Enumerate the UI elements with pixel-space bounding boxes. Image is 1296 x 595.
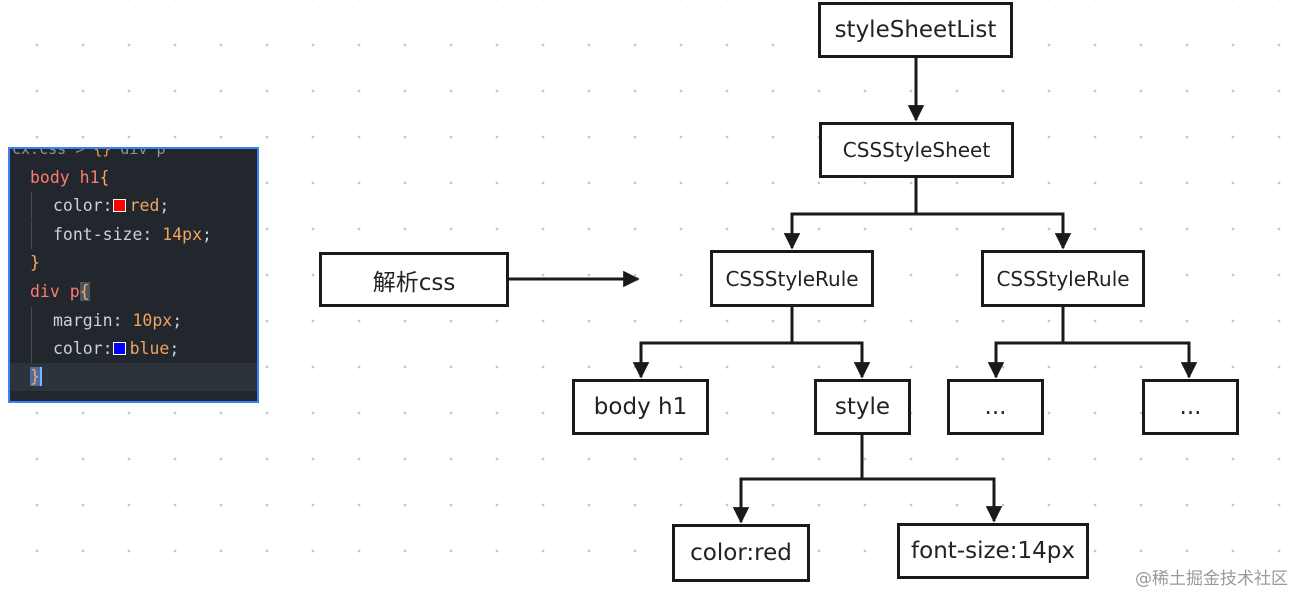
breadcrumb[interactable]: cx.css > {} div p <box>12 147 166 158</box>
code-line-4[interactable]: } <box>10 249 257 277</box>
close-brace: } <box>30 253 40 272</box>
edge-sheet-rule-left <box>783 178 918 250</box>
edge-rule-left-style <box>792 341 871 379</box>
value-14px: 14px <box>162 225 203 244</box>
edge-rule-right-ellipsis-left <box>987 307 1065 379</box>
edge-rule-right-ellipsis-right <box>1063 341 1198 379</box>
node-decl-color-red[interactable]: color:red <box>672 524 810 582</box>
code-line-2[interactable]: color:red; <box>10 192 257 220</box>
node-selector-body-h1[interactable]: body h1 <box>572 379 709 435</box>
edge-sheet-rule-right <box>916 212 1072 250</box>
node-style[interactable]: style <box>814 379 911 435</box>
code-line-8[interactable]: } <box>10 363 257 391</box>
watermark: @稀土掘金技术社区 <box>1135 569 1288 589</box>
node-cssstylerule-left[interactable]: CSSStyleRule <box>710 250 874 307</box>
open-brace-highlighted: { <box>79 282 90 301</box>
node-ellipsis-left[interactable]: ... <box>947 379 1044 435</box>
value-blue: blue <box>129 339 170 358</box>
code-line-7[interactable]: color:blue; <box>10 335 257 363</box>
edge-style-color <box>732 434 864 524</box>
node-ellipsis-right[interactable]: ... <box>1142 379 1239 435</box>
breadcrumb-separator: > <box>75 147 85 158</box>
breadcrumb-file[interactable]: cx.css <box>12 147 67 158</box>
close-brace-cursor: } <box>30 367 42 386</box>
selector-div-p: div p <box>30 282 80 301</box>
property-margin: margin: <box>53 311 133 330</box>
selector-body-h1: body h1 <box>30 168 100 187</box>
code-line-1[interactable]: body h1{ <box>10 164 257 192</box>
property-color: color: <box>53 339 113 358</box>
edge-style-font <box>862 477 1003 523</box>
property-font-size: font-size: <box>53 225 163 244</box>
node-cssstylesheet[interactable]: CSSStyleSheet <box>819 122 1014 178</box>
node-cssstylerule-right[interactable]: CSSStyleRule <box>981 250 1145 307</box>
edge-rule-left-selector <box>632 307 794 379</box>
node-decl-font-size[interactable]: font-size:14px <box>897 523 1089 579</box>
parse-css-node[interactable]: 解析css <box>319 252 509 307</box>
code-line-6[interactable]: margin: 10px; <box>10 307 257 335</box>
open-brace: { <box>99 168 110 187</box>
value-red: red <box>129 196 160 215</box>
breadcrumb-rule[interactable]: div p <box>120 147 166 158</box>
node-stylesheetlist[interactable]: styleSheetList <box>818 2 1013 58</box>
color-swatch-blue[interactable] <box>112 342 126 355</box>
code-line-5[interactable]: div p{ <box>10 278 257 306</box>
css-rule-icon: {} <box>93 147 112 158</box>
code-line-3[interactable]: font-size: 14px; <box>10 221 257 249</box>
css-code-panel: cx.css > {} div p body h1{ color:red; fo… <box>8 147 259 403</box>
color-swatch-red[interactable] <box>112 199 126 212</box>
value-10px: 10px <box>132 311 173 330</box>
property-color: color: <box>53 196 113 215</box>
